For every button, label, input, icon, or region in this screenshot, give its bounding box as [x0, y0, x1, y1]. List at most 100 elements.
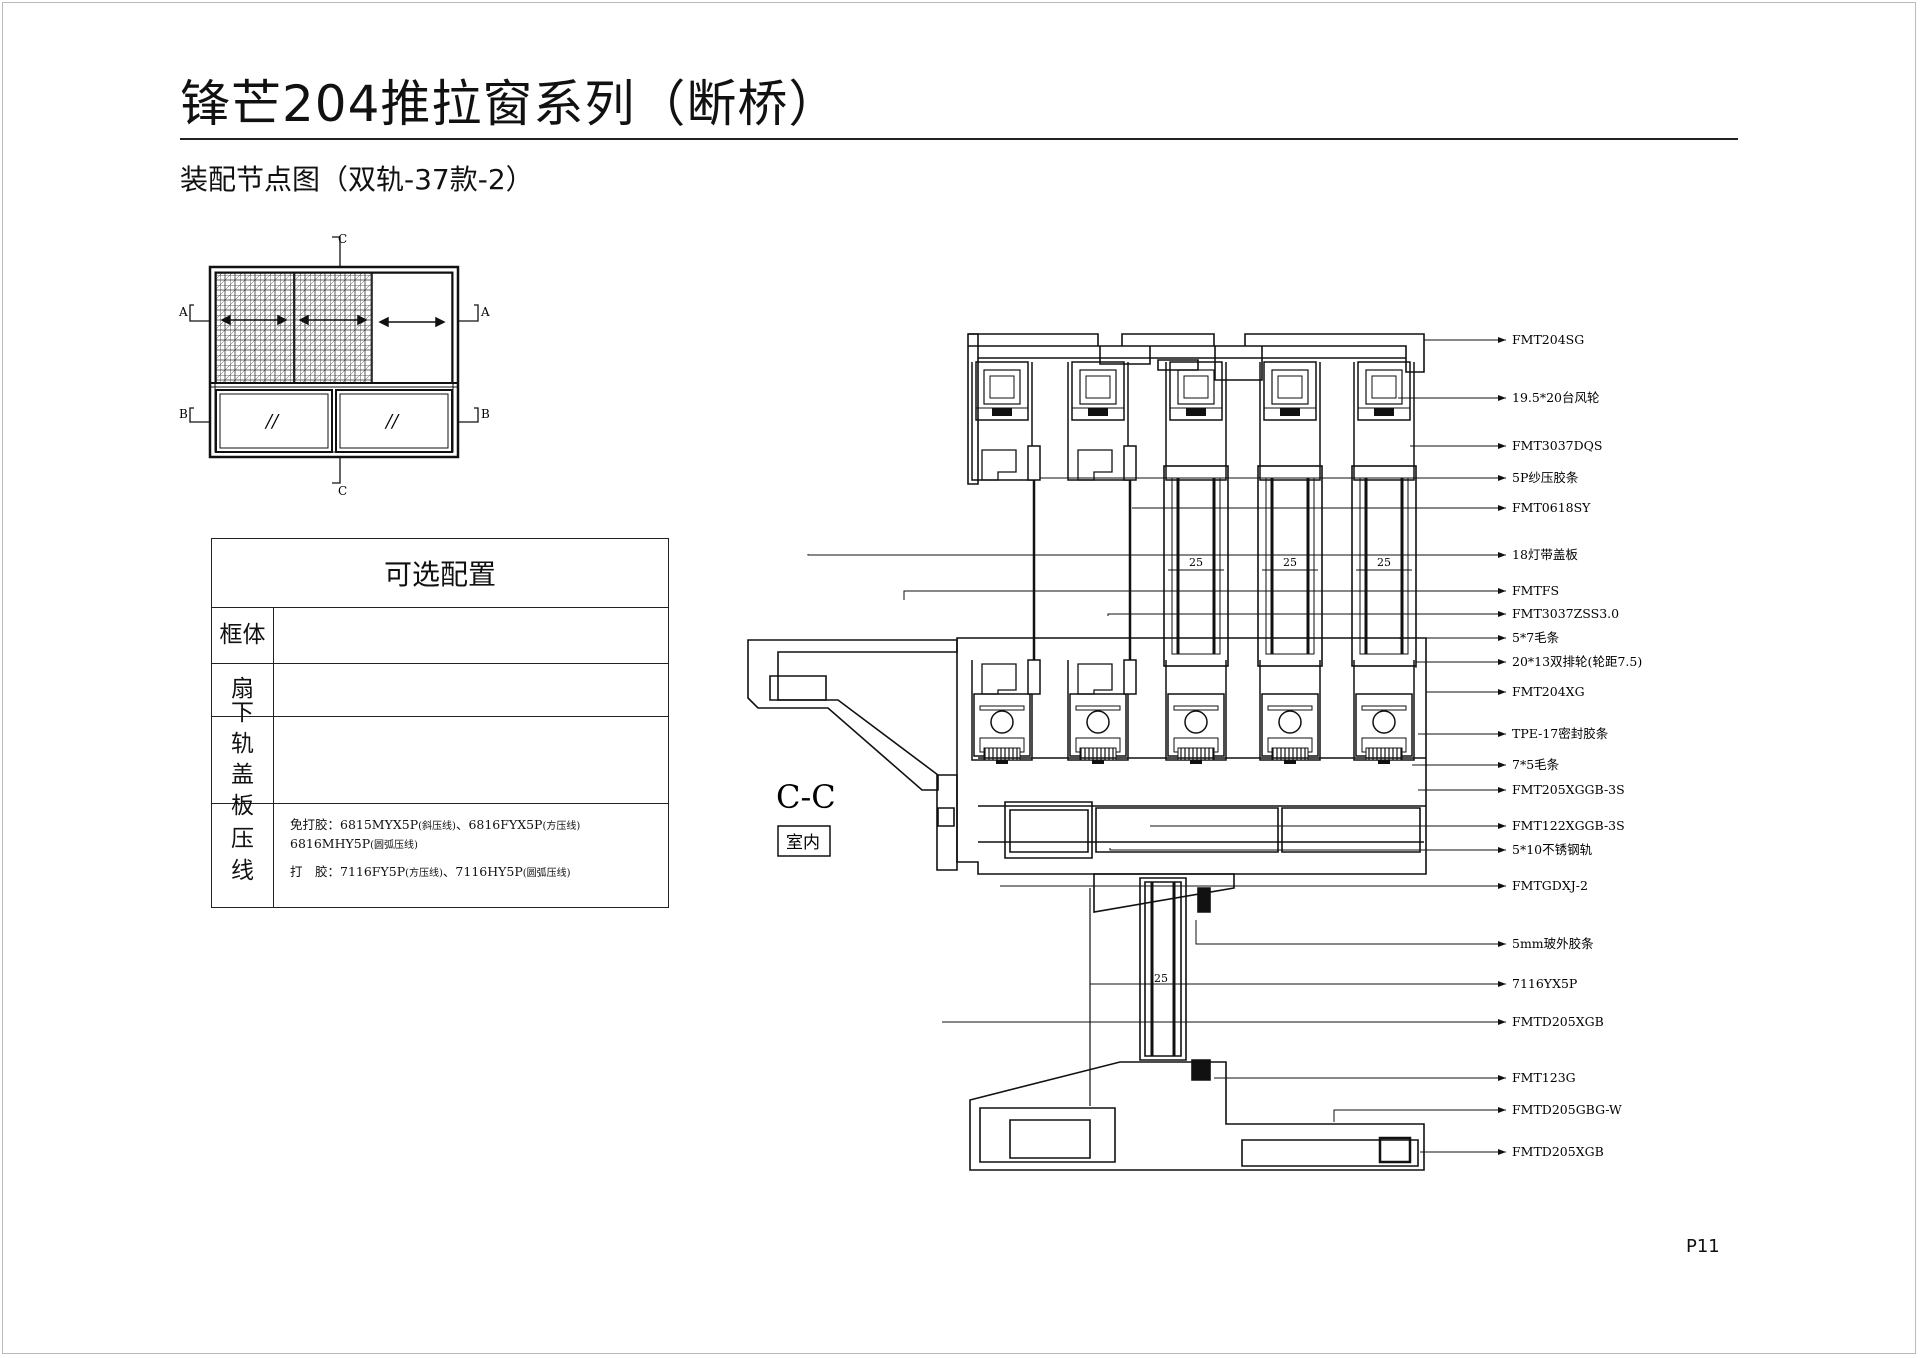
- insulated-glass-unit: 25: [1163, 465, 1229, 667]
- config-label: 扇: [212, 664, 274, 716]
- callout: FMT122XGGB-3S: [1150, 818, 1625, 833]
- head-roller: [1357, 361, 1411, 421]
- callout-leader: [1109, 848, 1506, 851]
- callout-label: FMTGDXJ-2: [1512, 878, 1588, 893]
- callout-label: FMT122XGGB-3S: [1512, 818, 1625, 833]
- callout-label: FMTD205XGB: [1512, 1144, 1604, 1159]
- callout: FMTD205GBG-W: [1333, 1102, 1622, 1122]
- callout-arrow: [1498, 847, 1506, 853]
- config-label: 框体: [212, 608, 274, 663]
- callout-leader: [1107, 613, 1506, 616]
- callout-label: 7*5毛条: [1512, 757, 1560, 772]
- screen-clip: [1077, 449, 1113, 481]
- glass-symbol-right: //: [384, 411, 400, 432]
- callout: FMTFS: [903, 583, 1559, 600]
- callout-arrow: [1498, 337, 1506, 343]
- callout-label: 5*7毛条: [1512, 630, 1560, 645]
- section-mark-right-a: A: [480, 305, 490, 319]
- brush-seal: [983, 747, 1021, 761]
- config-row-frame: 框体: [212, 608, 668, 664]
- config-label: 压线: [212, 804, 274, 907]
- callout-label: FMT204SG: [1512, 332, 1584, 347]
- callout: FMT123G: [1214, 1070, 1576, 1085]
- glass-frame: [1257, 465, 1323, 667]
- brush-seal: [1177, 747, 1215, 761]
- bead-line2-prefix: 6816MHY5P: [290, 835, 371, 851]
- glass-frame: [1351, 465, 1417, 667]
- bead-line1-note2: (方压线): [542, 821, 581, 832]
- callout-arrow: [1498, 505, 1506, 511]
- callout: FMTGDXJ-2: [1000, 878, 1588, 893]
- callout: 7116YX5P: [1090, 976, 1577, 991]
- callout: FMT3037ZSS3.0: [1107, 606, 1619, 621]
- callout-arrow: [1498, 611, 1506, 617]
- screen-bead-top: [1123, 445, 1137, 481]
- callout: 20*13双排轮(轮距7.5): [1415, 654, 1642, 669]
- callout-leader: [1415, 661, 1506, 668]
- callout-label: 5P纱压胶条: [1512, 470, 1579, 485]
- callout-arrow: [1498, 1075, 1506, 1081]
- callout-leader: [903, 590, 1506, 600]
- title-divider: [180, 138, 1738, 140]
- head-sash-profile: [1067, 362, 1129, 481]
- callout-arrow: [1498, 395, 1506, 401]
- callout-label: FMT123G: [1512, 1070, 1576, 1085]
- callout: 7*5毛条: [1412, 757, 1560, 772]
- callout: FMTD205XGB: [1420, 1144, 1604, 1159]
- section-mark-left-b: B: [179, 407, 188, 421]
- callout-arrow: [1498, 443, 1506, 449]
- callout: FMT205XGGB-3S: [1418, 782, 1625, 797]
- page-subtitle: 装配节点图（双轨-37款-2）: [180, 163, 534, 196]
- callout-label: 5mm玻外胶条: [1512, 936, 1594, 951]
- bead-line3-note1: (方压线): [405, 868, 443, 879]
- insulated-glass-unit: 25: [1351, 465, 1417, 667]
- callout-leader: [1399, 637, 1506, 639]
- callout-arrow: [1498, 475, 1506, 481]
- callout-label: FMT3037DQS: [1512, 438, 1602, 453]
- callout: TPE-17密封胶条: [1418, 726, 1609, 741]
- head-roller: [1263, 361, 1317, 421]
- section-label: C-C: [776, 778, 836, 816]
- indoor-label-box: [777, 825, 831, 857]
- screen-clip: [981, 449, 1017, 481]
- page-title: 锋芒204推拉窗系列（断桥）: [180, 75, 840, 133]
- callout-label: FMTD205GBG-W: [1512, 1102, 1622, 1117]
- window-elevation-diagram: // // C C A A B B: [178, 232, 490, 495]
- section-mark-left-a: A: [178, 305, 188, 319]
- callout-label: FMTFS: [1512, 583, 1559, 598]
- lower-fixed-glass: [969, 873, 1425, 1171]
- callout-arrow: [1498, 941, 1506, 947]
- callout-label: TPE-17密封胶条: [1512, 726, 1609, 741]
- sliding-direction-arrows: [220, 314, 446, 328]
- config-table-header: 可选配置: [212, 539, 668, 608]
- callout-label: 7116YX5P: [1512, 976, 1577, 991]
- sash-stile: [1165, 361, 1227, 765]
- sash-stile: [1259, 361, 1321, 765]
- callout: FMT3037DQS: [1410, 438, 1602, 453]
- callout: FMTD205XGB: [942, 1014, 1604, 1029]
- callout: 5mm玻外胶条: [1195, 920, 1594, 951]
- callout: FMT204XG: [1426, 684, 1585, 699]
- callout-arrow: [1498, 1107, 1506, 1113]
- callout-leader: [807, 554, 1506, 556]
- insulated-glass-unit: 25: [1257, 465, 1323, 667]
- lower-pane-left: [215, 389, 333, 453]
- sash-stile: [1067, 361, 1137, 765]
- section-mark-bottom: C: [338, 484, 347, 495]
- page-number: P11: [1686, 1236, 1720, 1257]
- bead-line1-note1: (斜压线): [418, 821, 456, 832]
- callout: 5P纱压胶条: [1040, 470, 1579, 485]
- callout-leader: [1195, 920, 1506, 945]
- glass-symbol-left: //: [264, 411, 280, 432]
- callout-arrow: [1498, 731, 1506, 737]
- head-sash-profile: [971, 362, 1033, 481]
- config-row-glazing-bead: 压线 免打胶：6815MYX5P(斜压线)、6816FYX5P(方压线) 681…: [212, 804, 668, 907]
- screen-bead-bottom: [1027, 659, 1041, 695]
- callout-arrow: [1498, 1149, 1506, 1155]
- callout-arrow: [1498, 659, 1506, 665]
- screen-clip: [1077, 663, 1113, 695]
- bead-line1-prefix: 免打胶：6815MYX5P: [290, 817, 419, 832]
- bead-line1-mid: 、6816FYX5P: [455, 817, 543, 832]
- screen-bead-top: [1027, 445, 1041, 481]
